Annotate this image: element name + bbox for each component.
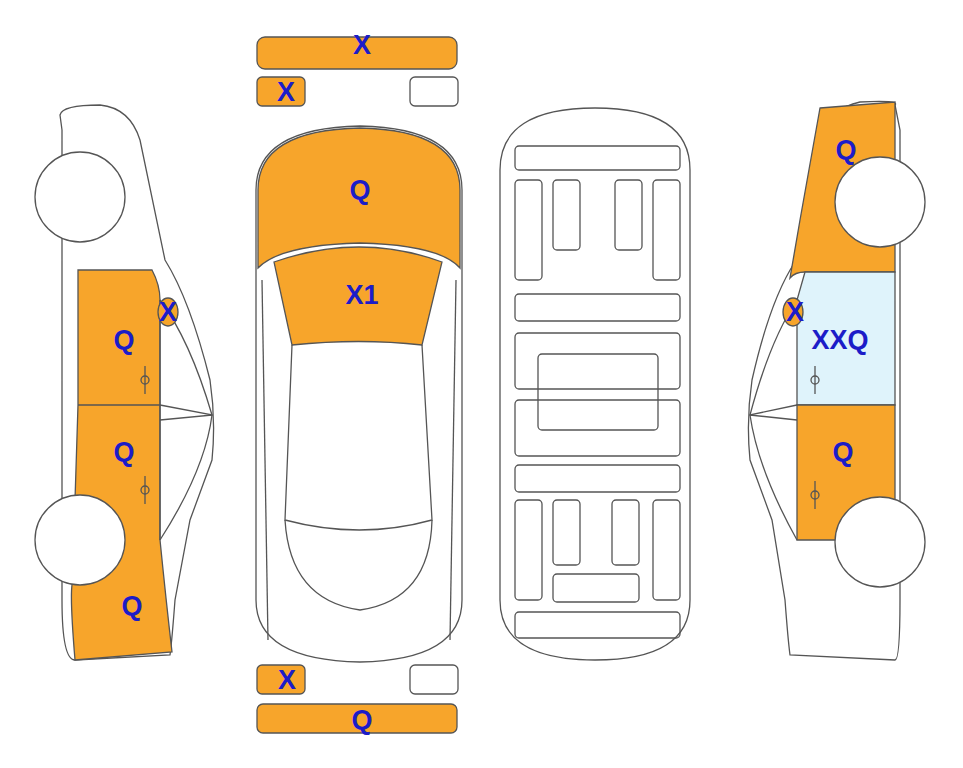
damage-code: X: [159, 299, 177, 326]
damage-code: X: [277, 79, 295, 106]
damage-code: Q: [113, 327, 134, 354]
damage-code: Q: [832, 439, 853, 466]
damage-code: Q: [121, 593, 142, 620]
damage-code: XXQ: [811, 327, 868, 354]
damage-code: X1: [345, 282, 378, 309]
damage-code: Q: [351, 707, 372, 734]
damage-code: X: [353, 32, 371, 59]
damage-code: Q: [349, 177, 370, 204]
damage-code: Q: [835, 137, 856, 164]
damage-code: Q: [113, 439, 134, 466]
damage-code: X: [786, 299, 804, 326]
damage-code: X: [278, 667, 296, 694]
